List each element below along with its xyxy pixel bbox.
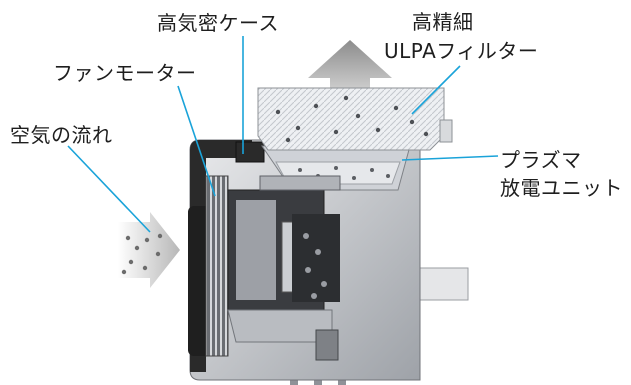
label-plasma-unit-line1: プラズマ	[500, 148, 582, 172]
label-air-flow: 空気の流れ	[10, 123, 113, 147]
intake-arrow	[118, 212, 180, 288]
leader-fan-motor	[177, 85, 216, 197]
leader-plasma	[401, 155, 499, 161]
fan-motor-assembly	[205, 175, 341, 361]
leader-air-flow	[67, 145, 151, 233]
ulpa-filter	[257, 87, 453, 151]
outflow-arrow	[308, 40, 392, 98]
leader-lines	[67, 36, 499, 233]
label-plasma-unit-line2: 放電ユニット	[500, 176, 623, 200]
label-ulpa-filter-line1: 高精細	[412, 10, 474, 34]
label-fan-motor: ファンモーター	[53, 61, 197, 85]
label-airtight-case: 高気密ケース	[157, 11, 279, 35]
label-ulpa-filter-line2: ULPAフィルター	[384, 39, 539, 63]
leader-filter	[411, 65, 461, 115]
